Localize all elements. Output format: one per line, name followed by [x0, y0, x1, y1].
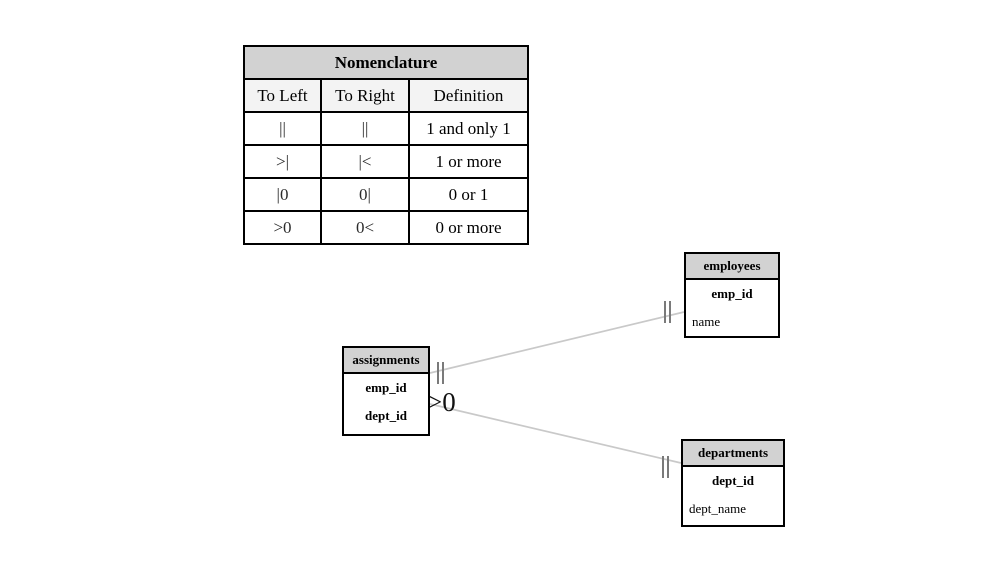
entity-field-name: name	[692, 314, 721, 329]
cardinality-one-and-only-one-icon	[664, 301, 671, 323]
cardinality-one-and-only-one-icon	[437, 362, 444, 384]
legend-symbol: 0|	[320, 177, 410, 212]
entity-title: assignments	[344, 348, 428, 374]
entity-field-emp-id: emp_id	[365, 380, 407, 395]
legend-row: || || 1 and only 1	[243, 111, 529, 146]
nomenclature-title: Nomenclature	[243, 45, 529, 80]
legend-symbol: |<	[320, 144, 410, 179]
entity-field-dept-id: dept_id	[365, 408, 407, 423]
entity-assignments: assignments emp_id dept_id	[342, 346, 430, 436]
nomenclature-table: Nomenclature To Left To Right Definition…	[243, 45, 529, 245]
entity-field-dept-name: dept_name	[689, 501, 747, 516]
legend-symbol: 0<	[320, 210, 410, 245]
cardinality-one-and-only-one-icon	[662, 456, 669, 478]
entity-field-emp-id: emp_id	[711, 286, 753, 301]
legend-symbol: >|	[243, 144, 322, 179]
entity-title: employees	[686, 254, 778, 280]
legend-definition: 0 or 1	[408, 177, 529, 212]
relationship-line-assignments-employees	[429, 311, 685, 374]
legend-row: >| |< 1 or more	[243, 144, 529, 179]
legend-symbol: |0	[243, 177, 322, 212]
legend-col-to-right: To Right	[320, 78, 410, 113]
legend-row: >0 0< 0 or more	[243, 210, 529, 245]
cardinality-zero-or-more-marker: >0	[427, 387, 456, 417]
relationship-line-assignments-departments	[429, 403, 682, 464]
legend-col-definition: Definition	[408, 78, 529, 113]
legend-symbol: ||	[243, 111, 322, 146]
entity-departments: departments dept_id dept_name	[681, 439, 785, 527]
legend-symbol: >0	[243, 210, 322, 245]
legend-definition: 1 and only 1	[408, 111, 529, 146]
legend-symbol: ||	[320, 111, 410, 146]
legend-row: |0 0| 0 or 1	[243, 177, 529, 212]
entity-field-dept-id: dept_id	[712, 473, 754, 488]
legend-col-to-left: To Left	[243, 78, 322, 113]
entity-employees: employees emp_id name	[684, 252, 780, 338]
legend-definition: 0 or more	[408, 210, 529, 245]
entity-title: departments	[683, 441, 783, 467]
legend-definition: 1 or more	[408, 144, 529, 179]
